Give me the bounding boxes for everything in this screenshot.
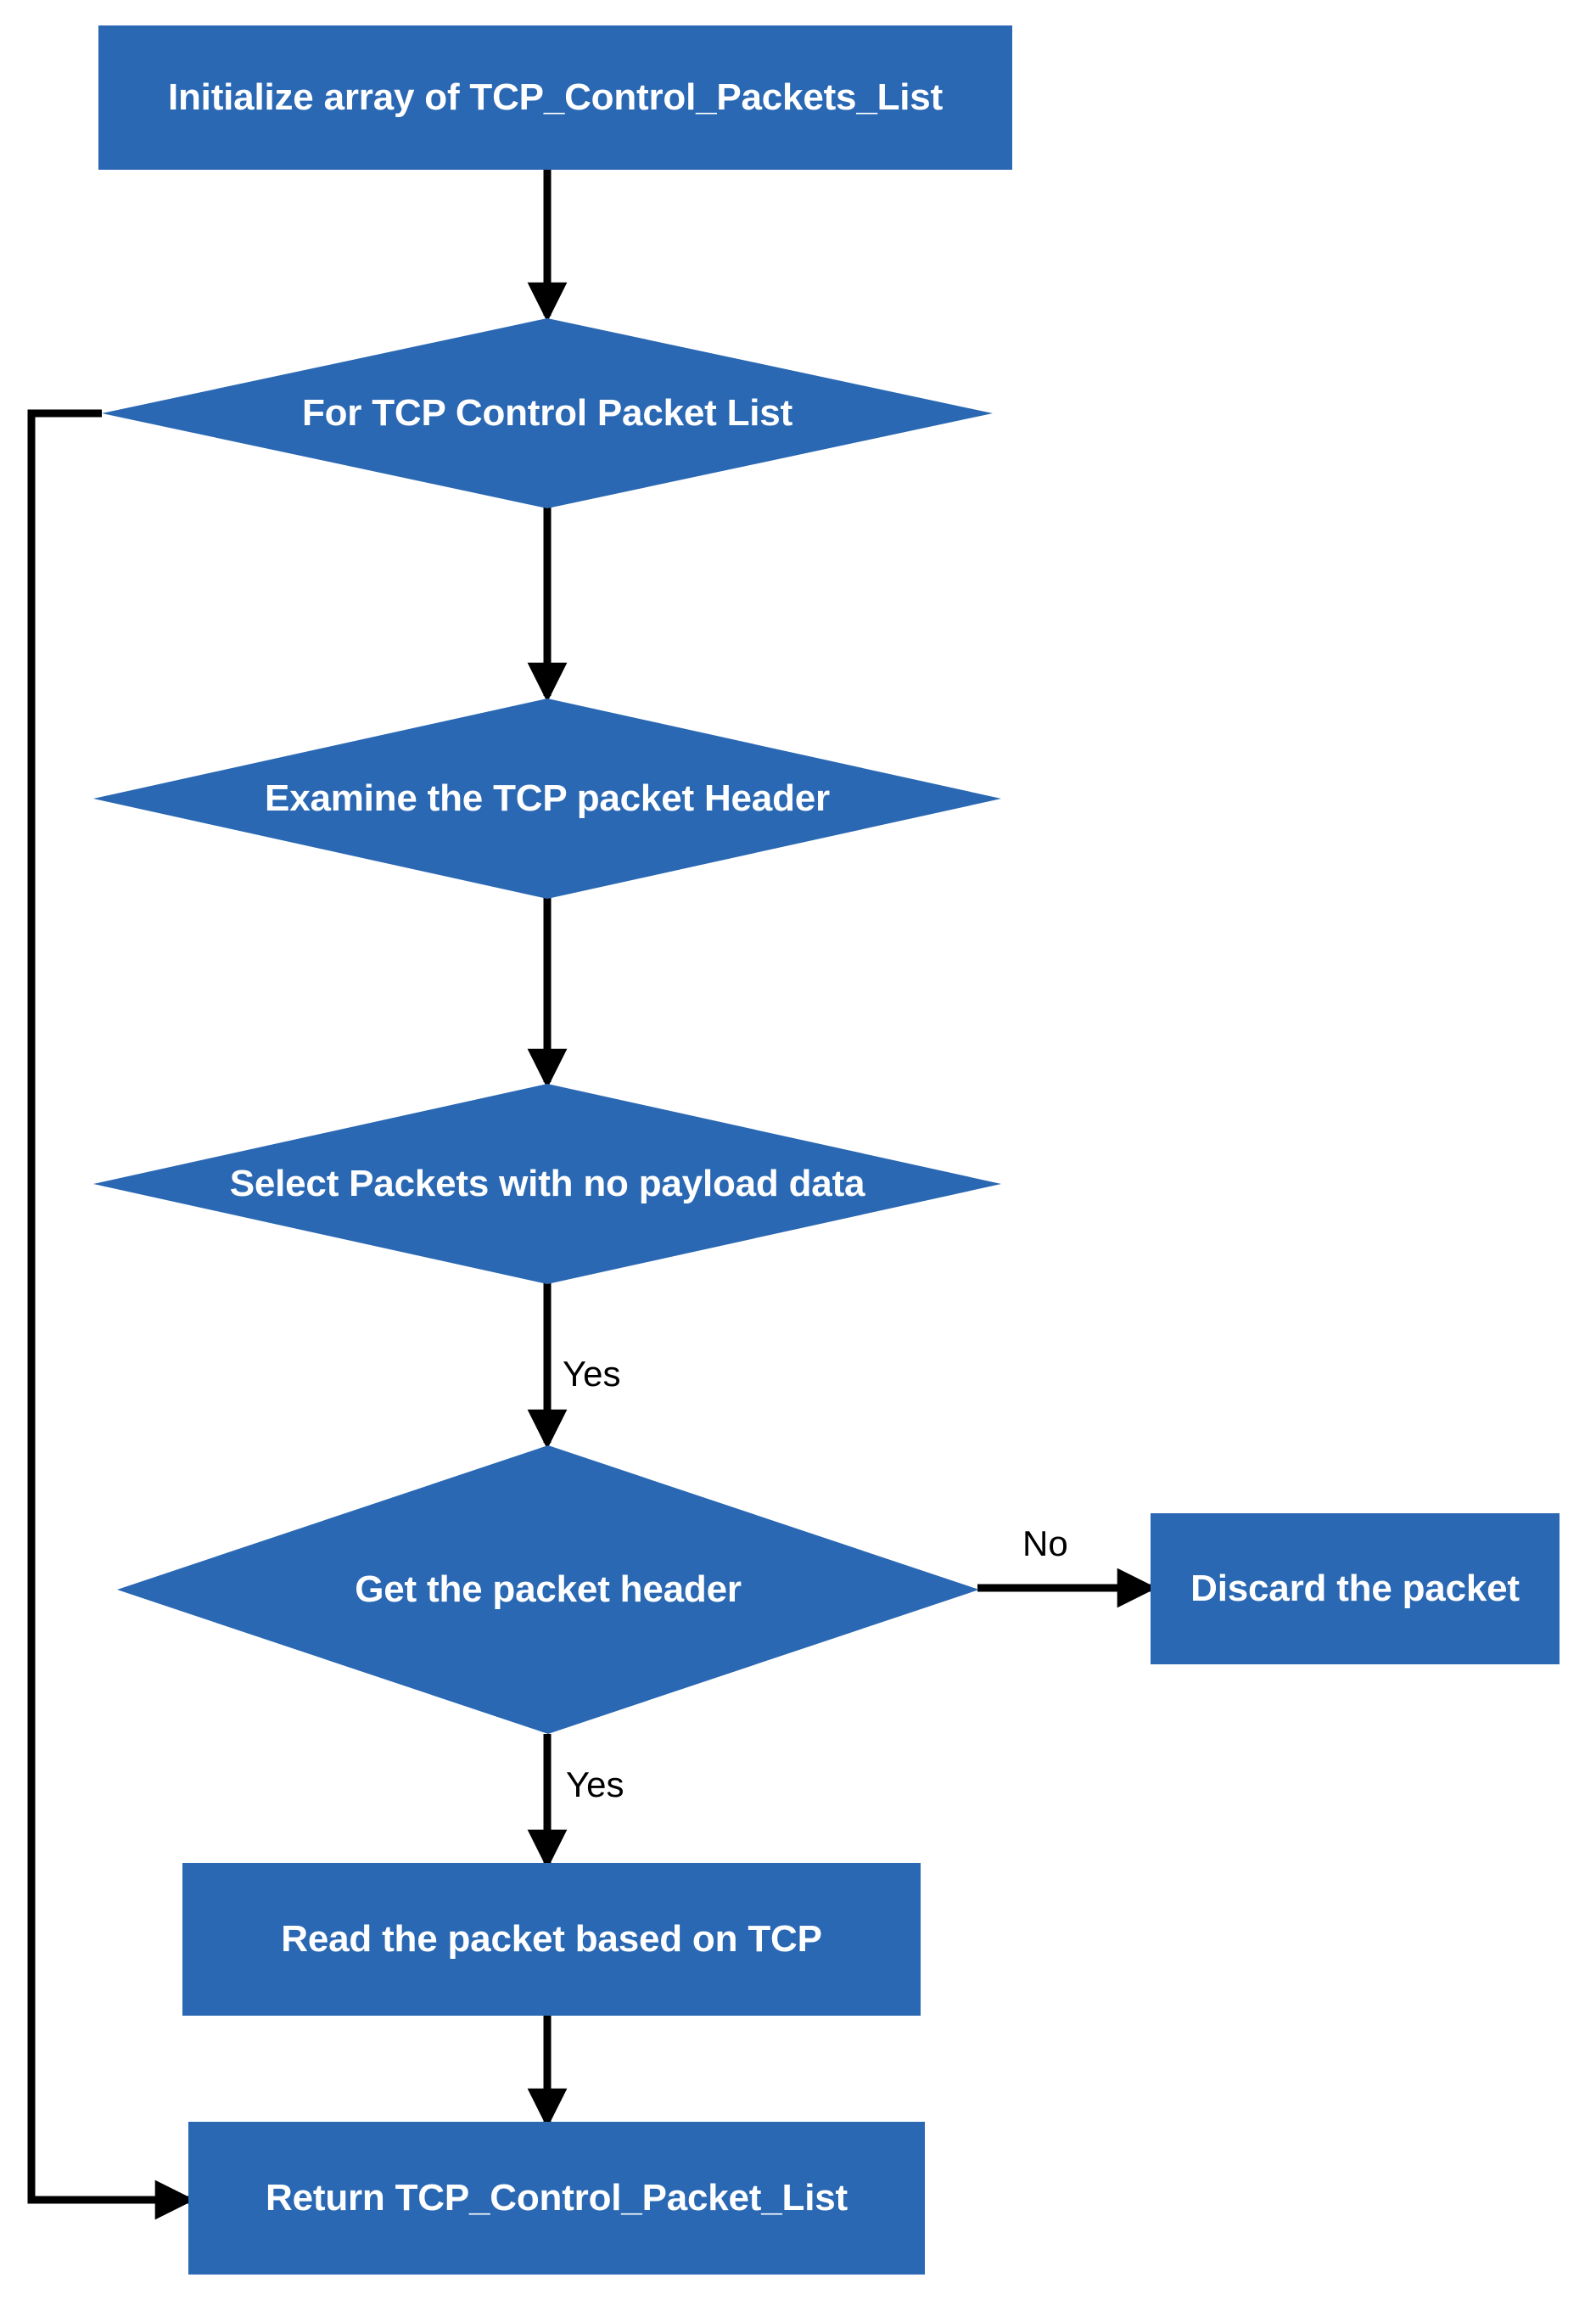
edge-forlist-loop-to-return	[27, 409, 195, 2220]
node-label: Examine the TCP packet Header	[265, 777, 830, 819]
node-label: Read the packet based on TCP	[281, 1917, 822, 1960]
node-return-tcp-control-packet-list[interactable]: Return TCP_Control_Packet_List	[188, 2122, 925, 2275]
node-discard-the-packet[interactable]: Discard the packet	[1151, 1513, 1560, 1664]
node-label: Initialize array of TCP_Control_Packets_…	[167, 76, 944, 118]
edge-label-get-to-read-yes: Yes	[566, 1764, 624, 1804]
node-read-packet-based-on-tcp[interactable]: Read the packet based on TCP	[182, 1863, 921, 2016]
node-label: Return TCP_Control_Packet_List	[266, 2176, 848, 2219]
node-for-tcp-control-packet-list[interactable]: For TCP Control Packet List	[102, 318, 993, 508]
node-get-packet-header[interactable]: Get the packet header	[117, 1445, 979, 1734]
node-label: Get the packet header	[355, 1568, 742, 1610]
node-examine-tcp-packet-header[interactable]: Examine the TCP packet Header	[93, 698, 1001, 899]
edge-label-select-to-get-yes: Yes	[563, 1354, 621, 1394]
edge-label-get-to-discard-no: No	[1022, 1523, 1068, 1563]
node-initialize-array[interactable]: Initialize array of TCP_Control_Packets_…	[98, 25, 1012, 170]
node-label: Discard the packet	[1190, 1567, 1520, 1609]
node-select-packets-no-payload[interactable]: Select Packets with no payload data	[93, 1084, 1001, 1284]
node-label: For TCP Control Packet List	[301, 391, 793, 434]
node-label: Select Packets with no payload data	[229, 1162, 865, 1204]
